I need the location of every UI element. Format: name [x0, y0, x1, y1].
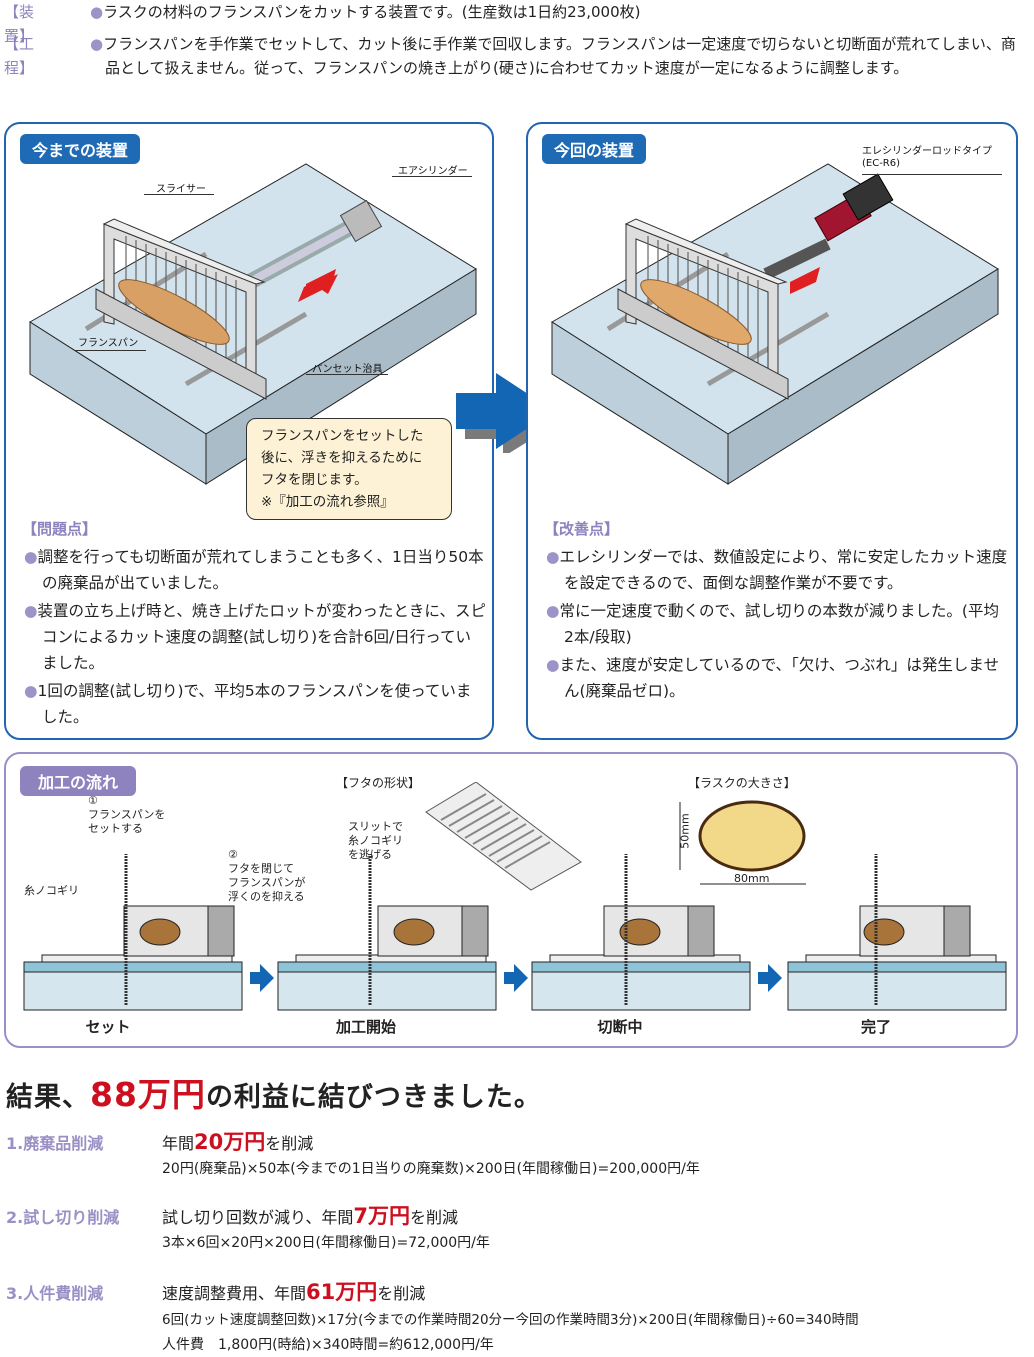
item-calc-trial: 3本×6回×20円×200日(年間稼働日)=72,000円/年: [162, 1235, 490, 1251]
lid-block: [943, 905, 971, 957]
list-item: ●また、速度が安定しているので、「欠け、つぶれ」は発生しません(廃棄品ゼロ)。: [546, 656, 999, 700]
flow-arrow-icon: [504, 964, 528, 992]
label-slicer: スライサー: [156, 184, 206, 195]
lid-block: [687, 905, 715, 957]
process-flow-panel: 加工の流れ 【フタの形状】 スリットで糸ノコギリを逃げる 【ラスクの大きさ】 5…: [4, 752, 1018, 1048]
label-elecylinder: エレシリンダーロッドタイプ (EC-R6): [862, 146, 992, 169]
problems-heading: 【問題点】: [22, 520, 98, 538]
bread: [863, 918, 905, 946]
table-top: [277, 961, 497, 973]
item-line-labor: 速度調整費用、年間61万円を削減: [162, 1280, 426, 1304]
bread: [619, 918, 661, 946]
table-base: [277, 971, 497, 1011]
flow-title: 加工の流れ: [20, 766, 137, 796]
label-air-cylinder: エアシリンダー: [398, 166, 468, 177]
new-device-illustration: [551, 163, 999, 485]
table-top: [23, 961, 243, 973]
item-head-trial: 2.試し切り削減: [6, 1208, 120, 1227]
after-panel: 今回の装置 エレシリンダーロッドタイプ (EC-R6) 【改善点】 ●エレシリン…: [526, 122, 1018, 740]
item-head-waste: 1.廃棄品削減: [6, 1134, 104, 1153]
table-base: [787, 971, 1007, 1011]
step-label-complete: 完了: [860, 1018, 891, 1036]
label-bread-jig: パンセット治具: [312, 364, 383, 375]
item-head-labor: 3.人件費削減: [6, 1284, 104, 1303]
item-calc-waste: 20円(廃棄品)×50本(今までの1日当りの廃棄数)×200日(年間稼働日)=2…: [162, 1161, 700, 1177]
list-item: ●装置の立ち上げ時と、焼き上げたロットが変わったときに、スピコンによるカット速度…: [24, 602, 486, 672]
item-line-trial: 試し切り回数が減り、年間7万円を削減: [162, 1204, 459, 1228]
step2-number: ②: [228, 848, 238, 861]
saw-label: 糸ノコギリ: [24, 884, 79, 897]
bullet-icon: ●: [90, 35, 104, 53]
label-french-bread: フランスパン: [78, 338, 139, 349]
bullet-icon: ●: [90, 3, 104, 21]
lid-block: [207, 905, 235, 957]
bread: [393, 918, 435, 946]
step1-number: ①: [88, 794, 98, 807]
result-heading: 結果、88万円の利益に結びつきました。: [6, 1075, 542, 1114]
process-text: フランスパンを手作業でセットして、カット後に手作業で回収します。フランスパンは一…: [103, 35, 1016, 77]
table-top: [531, 961, 751, 973]
big-arrow-icon: [456, 373, 561, 453]
list-item: ●調整を行っても切断面が荒れてしまうことも多く、1日当り50本の廃棄品が出ていま…: [24, 548, 484, 592]
flow-arrow-icon: [758, 964, 782, 992]
flow-arrow-icon: [250, 964, 274, 992]
device-tag: 【装置】: [4, 3, 35, 45]
process-steps-illustration: [23, 854, 1007, 1011]
item-calc-labor-1: 6回(カット速度調整回数)×17分(今までの作業時間20分ー今回の作業時間3分)…: [162, 1312, 859, 1328]
step-label-cutting: 切断中: [597, 1018, 643, 1036]
note-callout: フランスパンをセットした 後に、浮きを抑えるために フタを閉じます。 ※『加工の…: [246, 418, 452, 520]
table-top: [787, 961, 1007, 973]
lid-shape-heading: 【フタの形状】: [336, 776, 421, 790]
lid-illustration: [425, 782, 582, 891]
step-label-set: セット: [85, 1018, 131, 1036]
improvements-list: ●エレシリンダーでは、数値設定により、常に安定したカット速度を設定できるので、面…: [546, 544, 1008, 706]
rusk-width-label: 80mm: [734, 872, 770, 885]
before-title: 今までの装置: [20, 134, 141, 164]
process-tag: 【工程】: [4, 35, 35, 77]
list-item: ●1回の調整(試し切り)で、平均5本のフランスパンを使っていました。: [24, 682, 472, 726]
list-item: ●エレシリンダーでは、数値設定により、常に安定したカット速度を設定できるので、面…: [546, 548, 1008, 592]
improvements-heading: 【改善点】: [544, 520, 620, 538]
rusk-height-label: 50mm: [678, 813, 692, 849]
step1-text: フランスパンをセットする: [88, 808, 166, 835]
bread: [139, 918, 181, 946]
table-base: [23, 971, 243, 1011]
step2-text: フタを閉じてフランスパンが浮くのを抑える: [228, 862, 306, 903]
list-item: ●常に一定速度で動くので、試し切りの本数が減りました。(平均2本/段取): [546, 602, 999, 646]
item-calc-labor-2: 人件費 1,800円(時給)×340時間=約612,000円/年: [162, 1337, 494, 1353]
after-title: 今回の装置: [542, 134, 647, 164]
lid-block: [461, 905, 489, 957]
rusk-size-heading: 【ラスクの大きさ】: [688, 776, 796, 790]
table-base: [531, 971, 751, 1011]
rusk-illustration: [679, 800, 806, 885]
device-text: ラスクの材料のフランスパンをカットする装置です。(生産数は1日約23,000枚): [103, 3, 641, 21]
problems-list: ●調整を行っても切断面が荒れてしまうことも多く、1日当り50本の廃棄品が出ていま…: [24, 544, 486, 732]
before-panel: 今までの装置 スライサー エアシリンダー フランス: [4, 122, 494, 740]
item-line-waste: 年間20万円を削減: [162, 1130, 314, 1154]
step-label-start: 加工開始: [335, 1018, 396, 1036]
total-profit: 88万円: [90, 1075, 206, 1114]
